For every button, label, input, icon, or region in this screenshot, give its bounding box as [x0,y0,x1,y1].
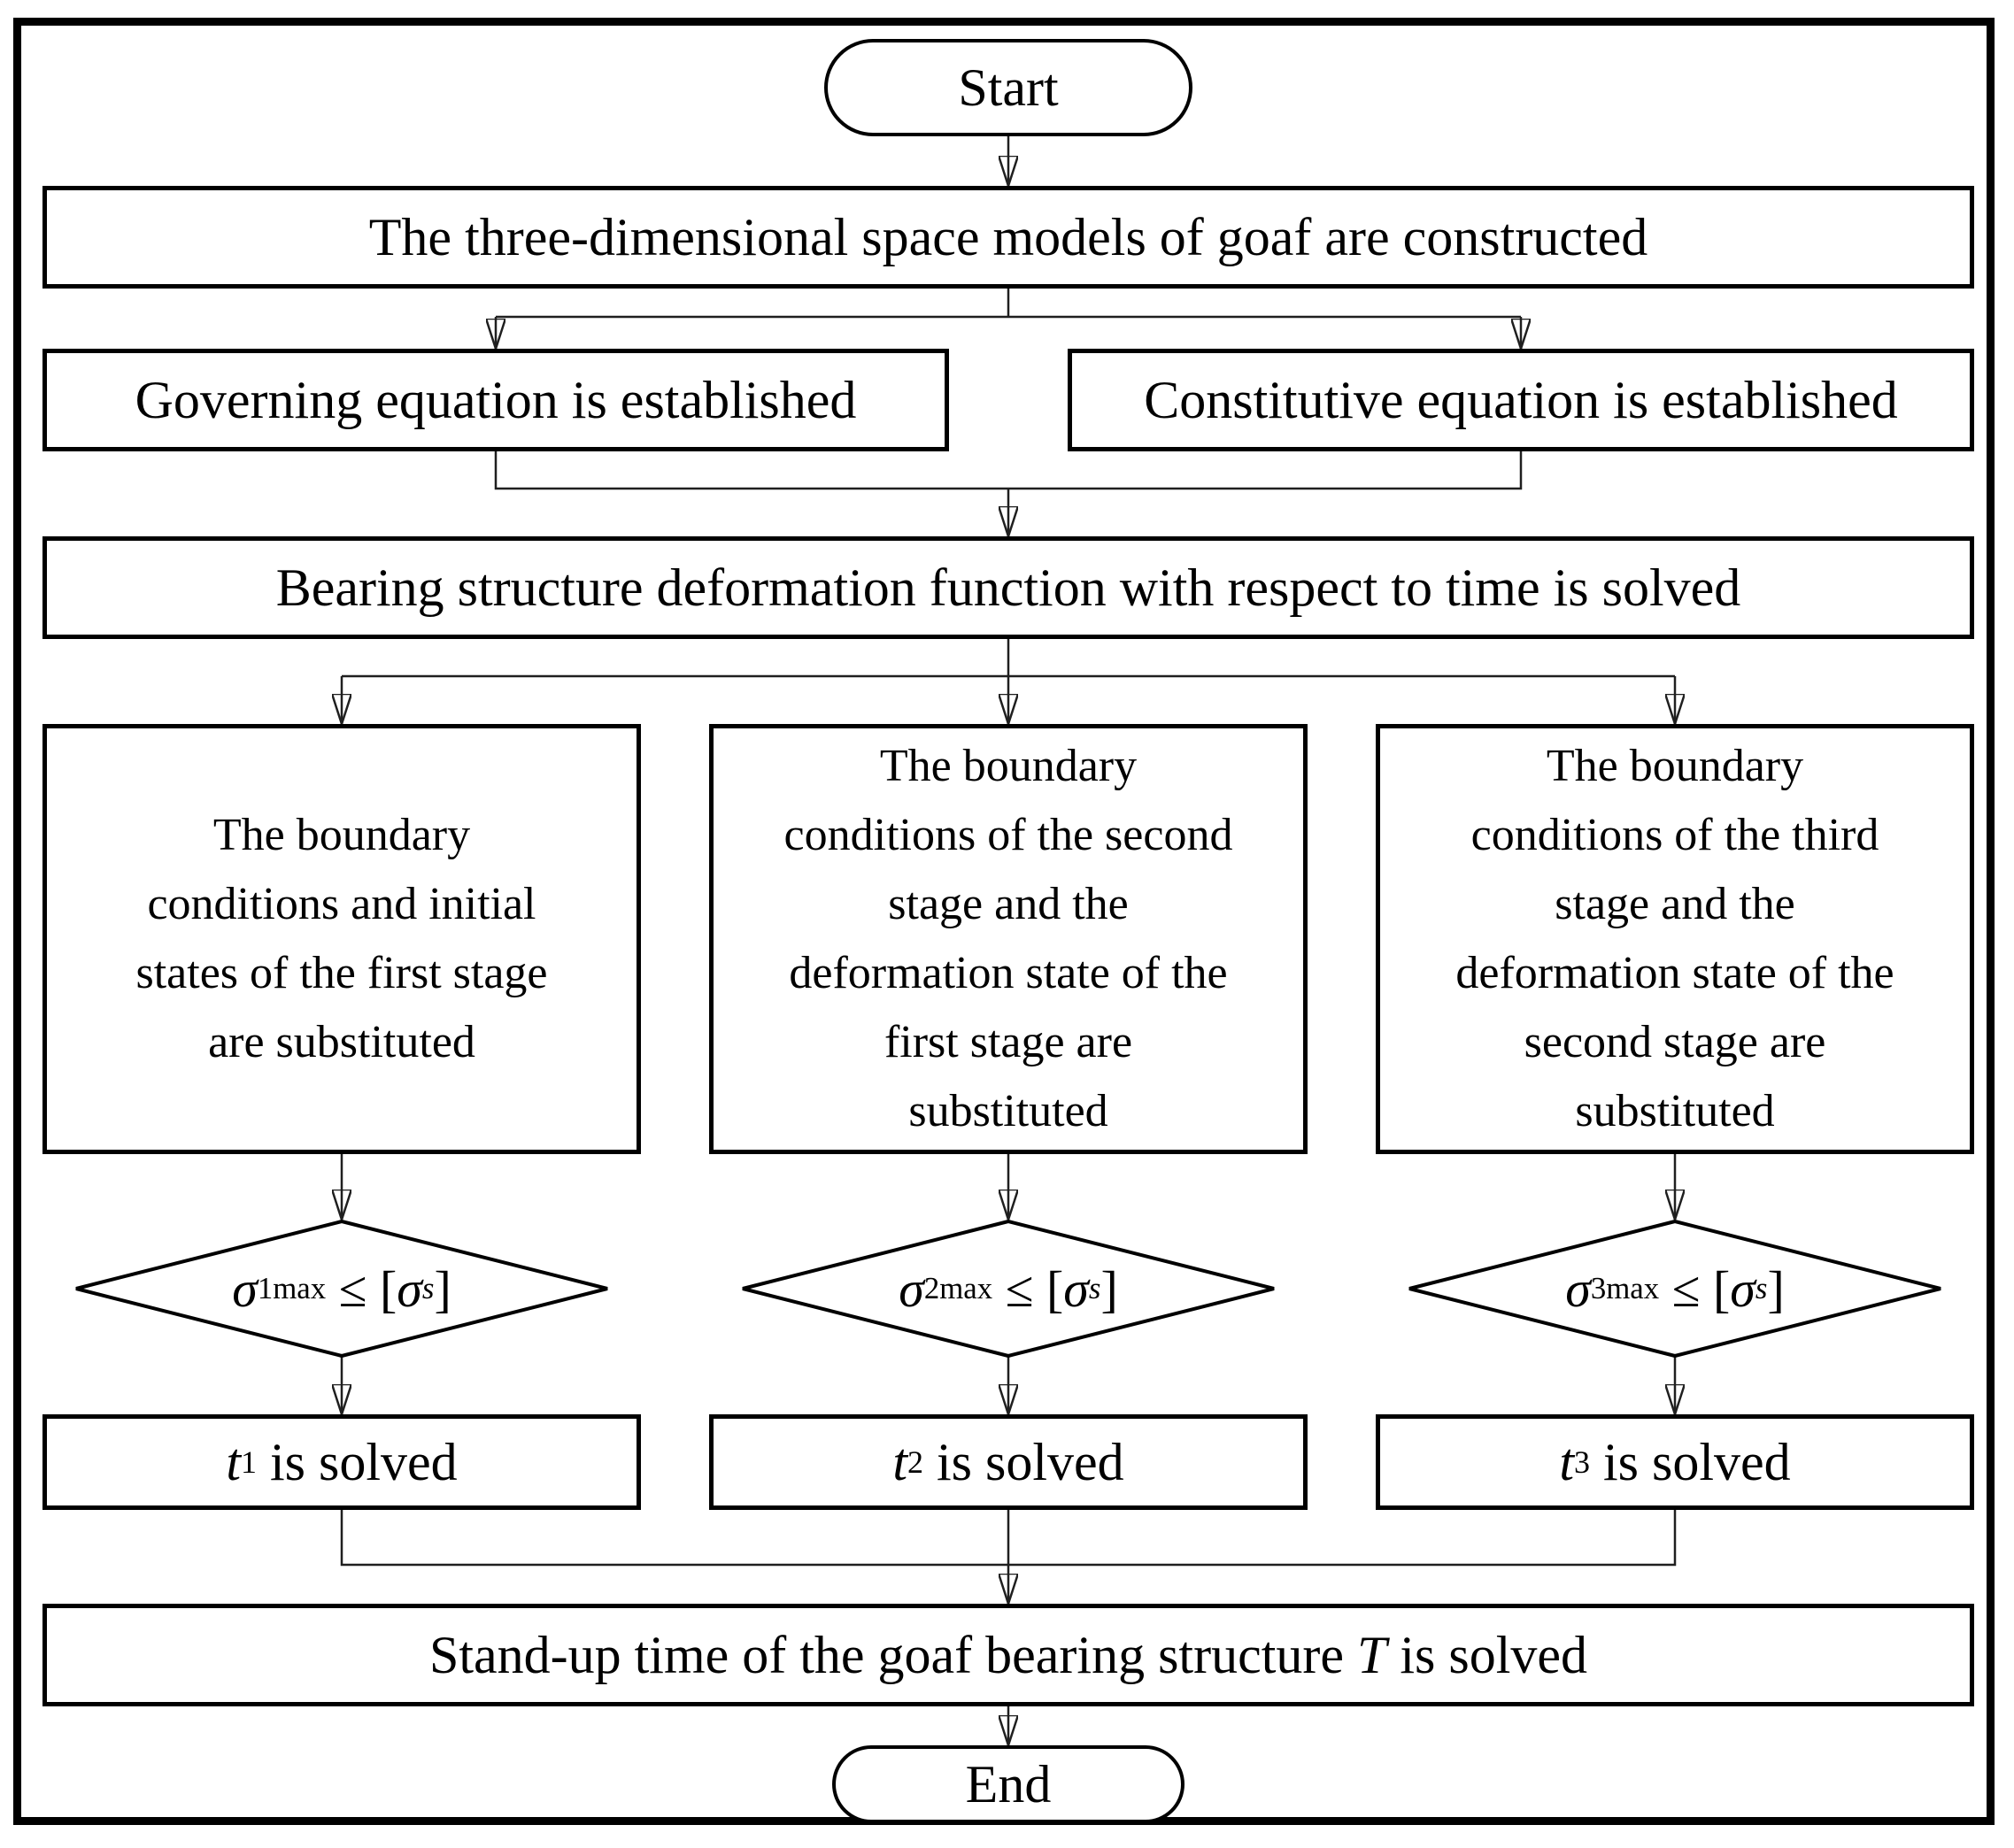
stage2-line: The boundary [879,741,1138,791]
start-label: Start [958,58,1059,117]
stage3-line: The boundary [1546,741,1804,791]
stage2-line: first stage are [884,1017,1133,1067]
sigma-symbol: σ [1565,1259,1591,1318]
stage2-text: The boundary conditions of the second st… [784,732,1233,1146]
standup-prefix: Stand-up time of the goaf bearing struct… [428,1625,1357,1684]
t2-text: is solved [923,1432,1124,1491]
stage2-line: conditions of the second [783,810,1233,860]
t1-var: t [226,1432,241,1491]
start-node: Start [824,39,1192,136]
t3-var: t [1559,1432,1574,1491]
stage2-line: deformation state of the [789,948,1228,998]
stage3-line: stage and the [1555,879,1795,929]
decision2-diamond [742,1219,1275,1359]
stage1-text: The boundary conditions and initial stat… [136,801,548,1077]
standup-suffix: is solved [1386,1625,1588,1684]
sigma-symbol: σ [397,1259,422,1318]
operator: ≤ [ [1659,1259,1731,1318]
standup-var: T [1356,1625,1387,1684]
stage2-box: The boundary conditions of the second st… [709,724,1308,1154]
stage1-line: states of the first stage [135,948,548,998]
stage1-line: The boundary [212,810,471,860]
bearing-label: Bearing structure deformation function w… [275,558,1741,617]
stage3-line: conditions of the third [1470,810,1879,860]
stage2-line: substituted [908,1086,1108,1136]
models-label: The three-dimensional space models of go… [368,207,1648,266]
sigma-symbol: σ [1063,1259,1089,1318]
end-label: End [965,1754,1052,1813]
end-node: End [832,1745,1184,1823]
decision1-diamond [75,1219,608,1359]
sigma-symbol: σ [232,1259,258,1318]
sigma-symbol: σ [1730,1259,1755,1318]
bearing-box: Bearing structure deformation function w… [42,536,1974,639]
stage3-line: deformation state of the [1455,948,1894,998]
t1-text: is solved [257,1432,458,1491]
sigma-symbol: σ [899,1259,924,1318]
stage3-box: The boundary conditions of the third sta… [1376,724,1974,1154]
stage3-line: second stage are [1524,1017,1826,1067]
bracket: ] [1100,1259,1118,1318]
stage2-line: stage and the [888,879,1129,929]
constitutive-box: Constitutive equation is established [1068,349,1974,451]
constitutive-label: Constitutive equation is established [1144,370,1898,429]
standup-box: Stand-up time of the goaf bearing struct… [42,1604,1974,1706]
stage3-line: substituted [1575,1086,1775,1136]
models-box: The three-dimensional space models of go… [42,186,1974,289]
operator: ≤ [ [992,1259,1064,1318]
governing-label: Governing equation is established [135,370,857,429]
bracket: ] [434,1259,451,1318]
t3-text: is solved [1590,1432,1791,1491]
merge1-lines [494,451,1523,490]
stage3-text: The boundary conditions of the third sta… [1455,732,1894,1146]
stage1-line: are substituted [208,1017,475,1067]
decision3-diamond [1408,1219,1941,1359]
stage1-line: conditions and initial [147,879,536,929]
bracket: ] [1767,1259,1785,1318]
stage1-box: The boundary conditions and initial stat… [42,724,641,1154]
t2-var: t [892,1432,907,1491]
governing-box: Governing equation is established [42,349,949,451]
operator: ≤ [ [326,1259,397,1318]
